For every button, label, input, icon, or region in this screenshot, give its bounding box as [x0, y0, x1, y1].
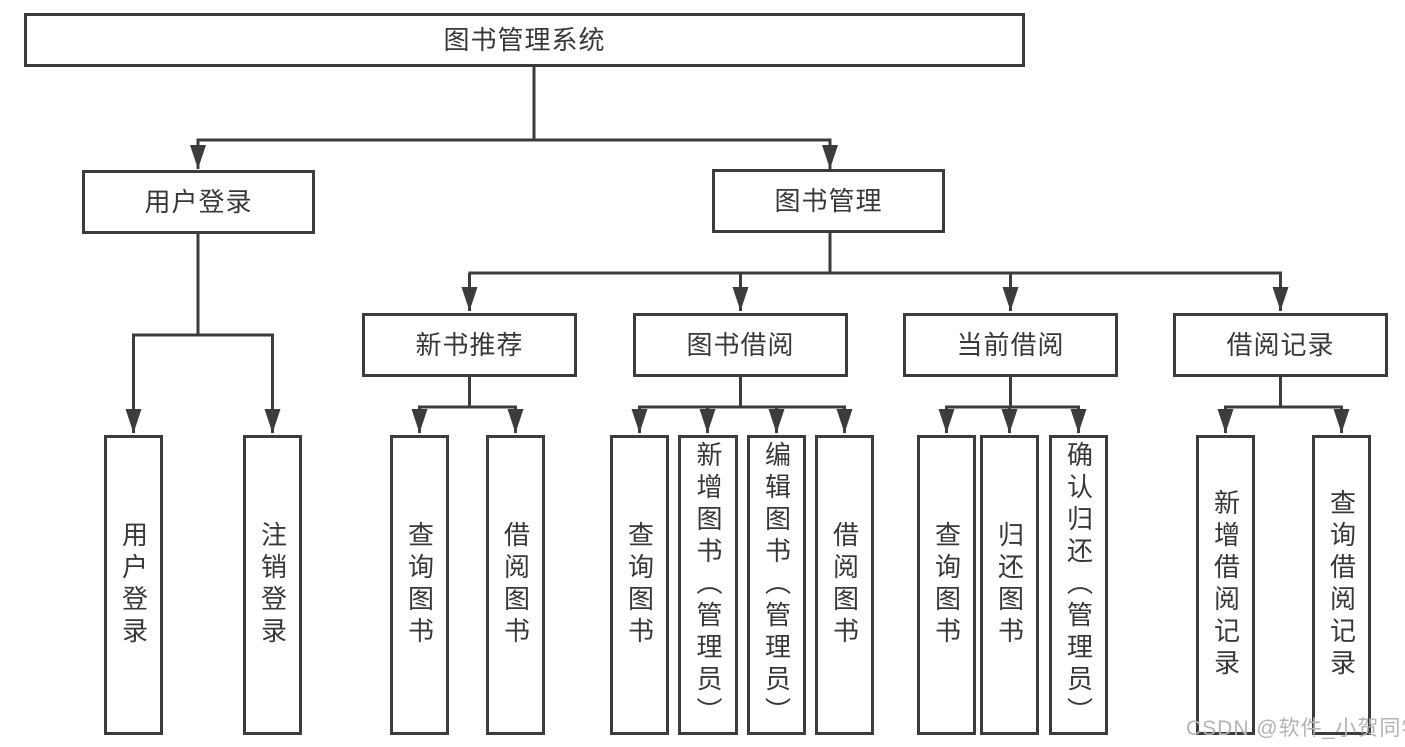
leaf-add-books-admin: 新增图书（管理员） — [678, 435, 738, 735]
node-user-login: 用户登录 — [82, 170, 315, 234]
leaf-logout: 注销登录 — [243, 435, 302, 735]
node-library-system: 图书管理系统 — [24, 13, 1025, 67]
node-book-management: 图书管理 — [712, 169, 945, 233]
leaf-query-books-borrow: 查询图书 — [610, 435, 669, 735]
node-book-borrow: 图书借阅 — [633, 313, 848, 377]
leaf-query-books-recommend: 查询图书 — [390, 435, 449, 735]
csdn-watermark: CSDN @软件_小贺同学 — [1186, 717, 1405, 740]
node-borrow-records: 借阅记录 — [1173, 313, 1388, 377]
leaf-query-borrow-record: 查询借阅记录 — [1312, 435, 1371, 735]
leaf-borrow-books: 借阅图书 — [815, 435, 874, 735]
leaf-add-borrow-record: 新增借阅记录 — [1196, 435, 1255, 735]
leaf-user-login: 用户登录 — [104, 435, 163, 735]
node-current-borrow: 当前借阅 — [903, 313, 1118, 377]
leaf-borrow-books-recommend: 借阅图书 — [486, 435, 545, 735]
leaf-edit-books-admin: 编辑图书（管理员） — [747, 435, 806, 735]
leaf-confirm-return-admin: 确认归还（管理员） — [1049, 435, 1108, 735]
leaf-query-books-current: 查询图书 — [917, 435, 976, 735]
leaf-return-books: 归还图书 — [980, 435, 1039, 735]
node-new-book-recommend: 新书推荐 — [362, 313, 577, 377]
